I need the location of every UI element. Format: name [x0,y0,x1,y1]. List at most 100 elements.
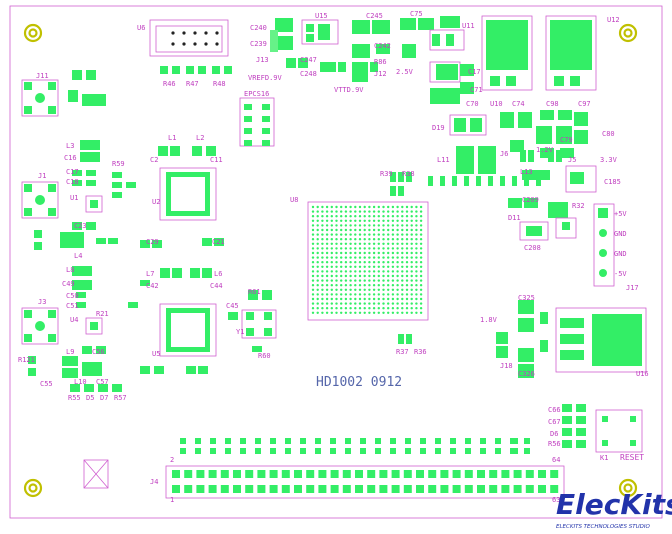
bga-ball [387,256,390,259]
label-c325: C325 [518,294,535,302]
bga-ball [387,238,390,241]
bga-ball [368,215,371,218]
bga-ball [349,297,352,301]
resistor-pad [450,448,456,454]
bga-ball [311,205,315,209]
resistor-pad [420,438,426,444]
bga-ball [410,265,413,268]
bga-ball [391,210,395,213]
bga-ball [419,256,423,259]
bga-ball [325,228,329,232]
bga-ball [358,215,362,218]
bga-ball [377,297,380,301]
bga-ball [391,302,395,305]
bga-ball [349,311,352,314]
bga-ball [391,242,395,245]
bga-ball [401,288,404,291]
bga-ball [349,261,352,264]
bga-ball [401,247,404,250]
weee-bin-icon [83,459,109,489]
bga-ball [330,247,333,250]
bga-ball [387,205,390,209]
label-r39: R39 [380,170,393,178]
sma-connectors [21,79,59,345]
bga-ball [405,238,409,241]
label-y1: Y1 [236,328,244,336]
bga-ball [363,219,366,222]
bga-ball [387,224,390,227]
bga-ball [372,219,376,222]
label-c18: C18 [66,178,79,186]
bga-ball [321,224,324,227]
label-v25: 2.5V [396,68,414,76]
bga-ball [321,228,324,232]
bga-ball [405,233,409,236]
header-pin [233,470,241,478]
bga-ball [377,256,380,259]
bga-ball [405,205,409,209]
bga-ball [316,293,319,296]
bga-ball [405,224,409,227]
bga-ball [405,228,409,232]
chip-marking: HD1002 0912 [316,375,402,390]
resistor-pad [435,448,441,454]
resistor-pad [405,438,411,444]
label-c239: C239 [250,40,267,48]
bga-ball [335,233,338,236]
bga-ball [325,297,329,301]
bga-ball [363,302,366,305]
bga-ball [387,265,390,268]
bga-ball [358,233,362,236]
bga-ball [410,270,413,273]
bga-ball [316,256,319,259]
label-u6: U6 [137,24,145,32]
resistor-pad [360,448,366,454]
bga-ball [330,270,333,273]
bga-ball [401,215,404,218]
bga-ball [340,228,343,232]
bga-ball [391,238,395,241]
bga-ball [415,238,418,241]
bga-ball [415,265,418,268]
label-c248: C248 [300,70,317,78]
bga-ball [368,238,371,241]
bga-ball [391,261,395,264]
label-c98: C98 [546,100,559,108]
label-vttd: VTTD.9V [334,86,364,94]
bga-ball [396,302,399,305]
bga-ball [396,219,399,222]
bga-ball [335,270,338,273]
bga-ball [377,307,380,310]
label-c66: C66 [548,406,561,414]
bga-ball [321,288,324,291]
bga-ball [321,261,324,264]
bga-ball [368,247,371,250]
bga-ball [340,297,343,301]
bga-ball [311,215,315,218]
bga-ball [377,274,380,278]
bga-ball [410,279,413,282]
bga-ball [419,247,423,250]
header-pin [403,485,412,493]
bga-ball [387,297,390,301]
bga-ball [363,284,366,287]
resistor-pad [465,438,471,444]
bga-ball [391,274,395,278]
header-pin [452,485,461,493]
bga-ball [335,279,338,282]
bga-ball [382,265,385,268]
bga-ball [321,284,324,287]
bga-ball [419,288,423,291]
bga-ball [382,270,385,273]
bga-ball [344,238,348,241]
bga-ball [330,228,333,232]
bga-ball [387,247,390,250]
bga-ball [321,251,324,255]
bga-ball [316,279,319,282]
bga-ball [401,297,404,301]
bga-ball [349,224,352,227]
bga-ball [325,224,329,227]
label-j6: J6 [500,150,508,158]
header-pin [184,485,193,493]
bga-ball [363,265,366,268]
